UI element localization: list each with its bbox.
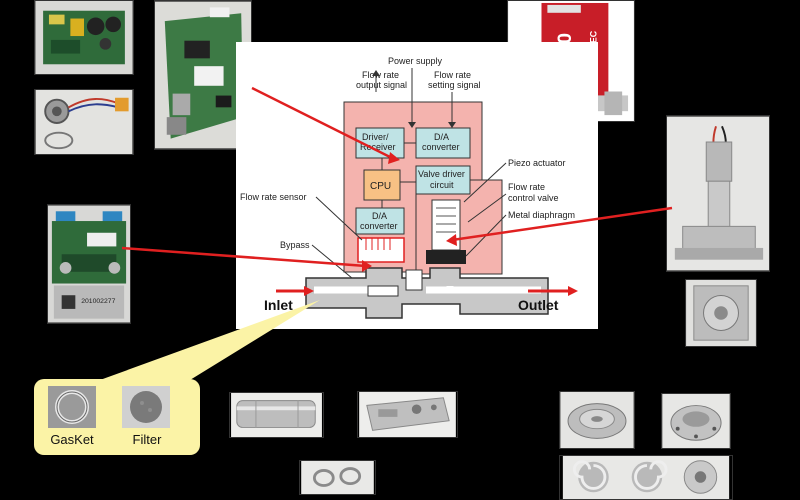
small-rings-photo — [299, 460, 376, 495]
power-supply-label: Power supply — [388, 56, 443, 66]
outlet-label: Outlet — [518, 297, 559, 313]
da-bottom-label-1: D/A — [372, 211, 387, 221]
spiral-diaphragms-photo — [559, 455, 733, 500]
da-converter-bottom-box — [355, 207, 405, 235]
sensor-board-photo: 201002277 — [47, 204, 131, 324]
mfc-schematic: Power supply Flow rate output signal Flo… — [236, 42, 598, 329]
control-valve-label-2: control valve — [508, 193, 559, 203]
piezo-valve-photo — [666, 115, 770, 272]
sensor-label-code: 201002277 — [81, 298, 115, 305]
piezo-label: Piezo actuator — [508, 158, 566, 168]
driver-label-2: Receiver — [360, 142, 396, 152]
diaphragm-photo — [685, 279, 757, 347]
da-top-label-1: D/A — [434, 132, 449, 142]
filter-thumbnail — [122, 386, 170, 428]
filter-caption: Filter — [132, 432, 162, 447]
valve-seat-photo — [559, 391, 635, 449]
base-block-photo — [357, 391, 458, 438]
power-pcb-photo — [34, 0, 134, 75]
diaphragm-label: Metal diaphragm — [508, 210, 575, 220]
flow-setting-label-2: setting signal — [428, 80, 481, 90]
gasket-thumbnail — [48, 386, 96, 428]
control-valve-label-1: Flow rate — [508, 182, 545, 192]
inlet-label: Inlet — [264, 297, 293, 313]
gasket-filter-callout: GasKet Filter — [34, 379, 200, 455]
flow-sensor-shape — [357, 237, 405, 263]
orifice-ring-photo — [661, 393, 731, 449]
cpu-label: CPU — [370, 181, 391, 192]
valve-driver-label-2: circuit — [430, 180, 454, 190]
controller-pcb-photo — [154, 0, 252, 150]
flow-sensor-label: Flow rate sensor — [240, 192, 307, 202]
connector-cable-photo — [34, 89, 134, 155]
da-converter-top-box — [415, 127, 471, 159]
gasket-caption: GasKet — [50, 432, 94, 447]
da-bottom-label-2: converter — [360, 221, 398, 231]
da-top-label-2: converter — [422, 142, 460, 152]
valve-driver-box — [415, 165, 471, 195]
flow-output-label-1: Flow rate — [362, 70, 399, 80]
valve-driver-label-1: Valve driver — [418, 169, 465, 179]
cylinder-body-photo — [229, 392, 324, 438]
flow-setting-label-1: Flow rate — [434, 70, 471, 80]
flow-output-label-2: output signal — [356, 80, 407, 90]
bypass-label: Bypass — [280, 240, 310, 250]
driver-label-1: Driver/ — [362, 132, 389, 142]
